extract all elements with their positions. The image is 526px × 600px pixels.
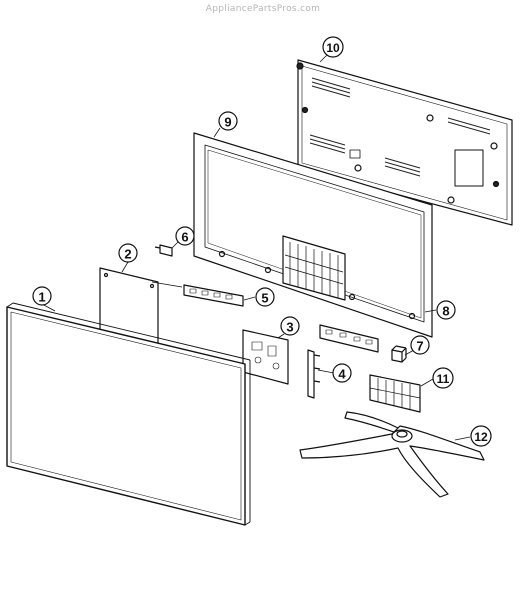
part-label-3: 3 [286, 320, 293, 335]
part-label-5: 5 [261, 291, 268, 306]
watermark-text: AppliancePartsPros.com [205, 4, 321, 14]
part-label-8: 8 [442, 304, 449, 319]
back-cover[interactable] [296, 59, 513, 226]
part-label-11: 11 [437, 372, 450, 386]
part-label-4: 4 [338, 367, 346, 382]
thin-strip[interactable] [307, 349, 321, 399]
bar-board[interactable] [151, 281, 244, 307]
part-label-6: 6 [181, 230, 188, 245]
part-callout-circles [32, 36, 492, 447]
stand-neck[interactable] [369, 374, 421, 413]
part-label-7: 7 [416, 339, 423, 354]
part-label-1: 1 [38, 290, 45, 305]
middle-frame[interactable] [193, 132, 433, 338]
part-label-12: 12 [474, 430, 488, 444]
part-label-2: 2 [124, 247, 131, 262]
small-block[interactable] [391, 345, 407, 363]
small-bracket[interactable] [154, 244, 173, 257]
second-bar-board[interactable] [319, 324, 379, 353]
part-label-9: 9 [224, 115, 231, 130]
part-label-10: 10 [326, 41, 340, 55]
display-panel[interactable] [6, 302, 251, 526]
stand-base[interactable] [299, 411, 485, 498]
